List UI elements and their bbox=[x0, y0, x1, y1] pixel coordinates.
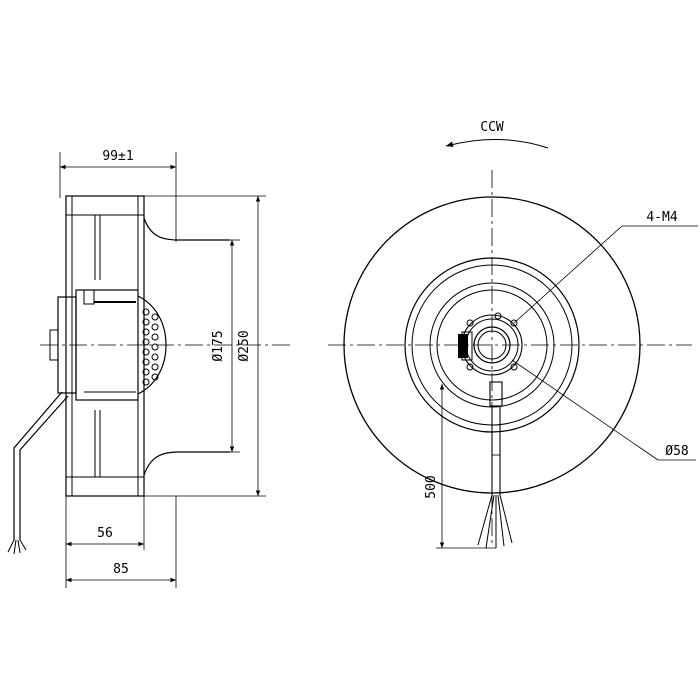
hub-diameter-callout: Ø58 bbox=[511, 359, 696, 461]
inner-diameter-label: Ø175 bbox=[211, 330, 226, 361]
dim-hub-depth: 56 bbox=[65, 496, 145, 588]
dim-inner-diameter: Ø175 bbox=[178, 239, 240, 453]
width-label: 99±1 bbox=[102, 149, 133, 164]
mount-holes bbox=[466, 312, 518, 371]
dim-width: 99±1 bbox=[59, 149, 177, 242]
mount-holes-label: 4-M4 bbox=[646, 210, 677, 225]
outer-diameter-label: Ø250 bbox=[237, 330, 252, 361]
side-cable bbox=[7, 391, 69, 555]
overall-depth-label: 85 bbox=[113, 562, 129, 577]
dim-cable-length: 500 bbox=[424, 384, 496, 549]
hub-diameter-label: Ø58 bbox=[665, 444, 688, 459]
front-cable bbox=[477, 381, 513, 549]
connector-block bbox=[458, 331, 473, 361]
cable-length-label: 500 bbox=[424, 475, 439, 498]
rotation-indicator: CCW bbox=[445, 120, 549, 149]
side-view: 99±1 Ø175 Ø250 56 85 bbox=[7, 149, 290, 588]
motor-body bbox=[49, 289, 167, 401]
impeller-outline bbox=[65, 195, 230, 497]
hub-depth-label: 56 bbox=[97, 526, 113, 541]
front-view: CCW bbox=[328, 120, 698, 549]
mount-holes-callout: 4-M4 bbox=[513, 210, 698, 324]
wire-leads bbox=[477, 494, 513, 549]
dim-outer-diameter: Ø250 bbox=[144, 195, 266, 497]
motor-fins bbox=[142, 308, 159, 386]
dim-overall-depth: 85 bbox=[66, 496, 177, 588]
rotation-label: CCW bbox=[480, 120, 504, 135]
